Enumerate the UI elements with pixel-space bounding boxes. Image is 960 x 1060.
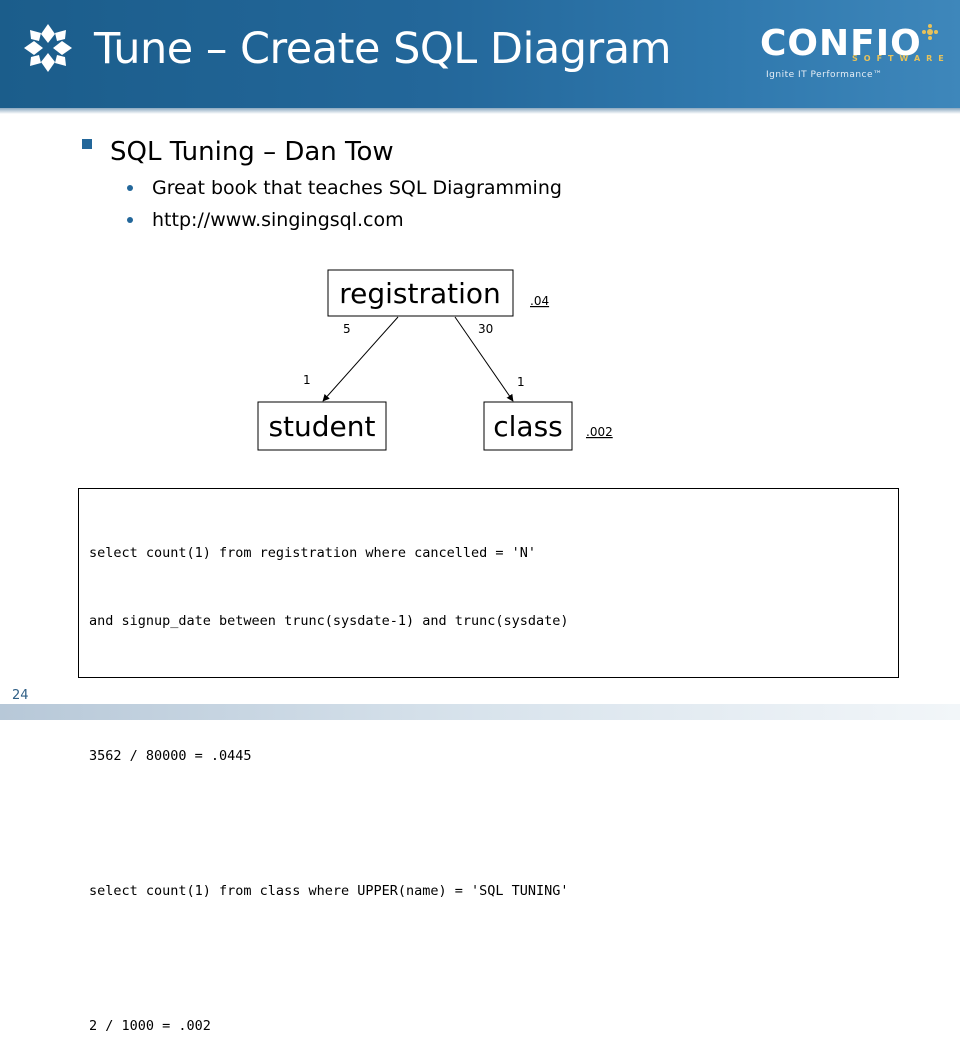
registration-filter-ratio: .04 <box>530 294 549 308</box>
bullet-square-icon <box>82 139 92 149</box>
registration-label: registration <box>339 277 501 310</box>
confio-logo: CONFIO SOFTWARE Ignite IT Performance™ <box>760 22 945 92</box>
flower-logo-icon <box>24 24 72 72</box>
student-label: student <box>268 410 375 443</box>
header-shadow <box>0 108 960 114</box>
logo-software: SOFTWARE <box>852 54 950 63</box>
registration-student-link <box>322 316 399 402</box>
slide-header <box>0 0 960 108</box>
slide-title: Tune – Create SQL Diagram <box>94 24 671 74</box>
main-bullet-text: SQL Tuning – Dan Tow <box>110 137 394 167</box>
bullet-dot-icon <box>127 217 133 223</box>
code-line <box>89 677 888 700</box>
code-line <box>89 947 888 970</box>
registration-node <box>327 269 514 317</box>
sql-diagram: registration student class .04 .002 5 30… <box>257 269 613 451</box>
code-line: 3562 / 80000 = .0445 <box>89 747 252 764</box>
registration-class-link <box>454 316 514 402</box>
right-join-bottom-label: 1 <box>517 375 525 389</box>
sql-code-box: select count(1) from registration where … <box>78 488 899 1034</box>
class-filter-ratio: .002 <box>586 425 613 439</box>
sub-bullet-text: Great book that teaches SQL Diagramming <box>152 177 562 199</box>
left-join-top-label: 5 <box>343 322 351 336</box>
class-node <box>483 401 573 451</box>
logo-tagline: Ignite IT Performance™ <box>766 70 883 80</box>
page-number: 24 <box>12 688 29 703</box>
code-line: 2 / 1000 = .002 <box>89 1017 211 1034</box>
right-join-top-label: 30 <box>478 322 493 336</box>
bullet-dot-icon <box>127 185 133 191</box>
code-line: select count(1) from registration where … <box>89 545 537 561</box>
logo-word: CONFIO <box>760 23 922 64</box>
left-join-bottom-label: 1 <box>303 373 311 387</box>
code-line <box>89 812 888 835</box>
sub-bullet-link[interactable]: http://www.singingsql.com <box>152 209 404 231</box>
star-icon <box>922 24 938 40</box>
footer-bar <box>0 704 960 720</box>
code-line: select count(1) from class where UPPER(n… <box>89 882 569 899</box>
code-line: and signup_date between trunc(sysdate-1)… <box>89 612 569 629</box>
class-label: class <box>493 410 563 443</box>
student-node <box>257 401 387 451</box>
